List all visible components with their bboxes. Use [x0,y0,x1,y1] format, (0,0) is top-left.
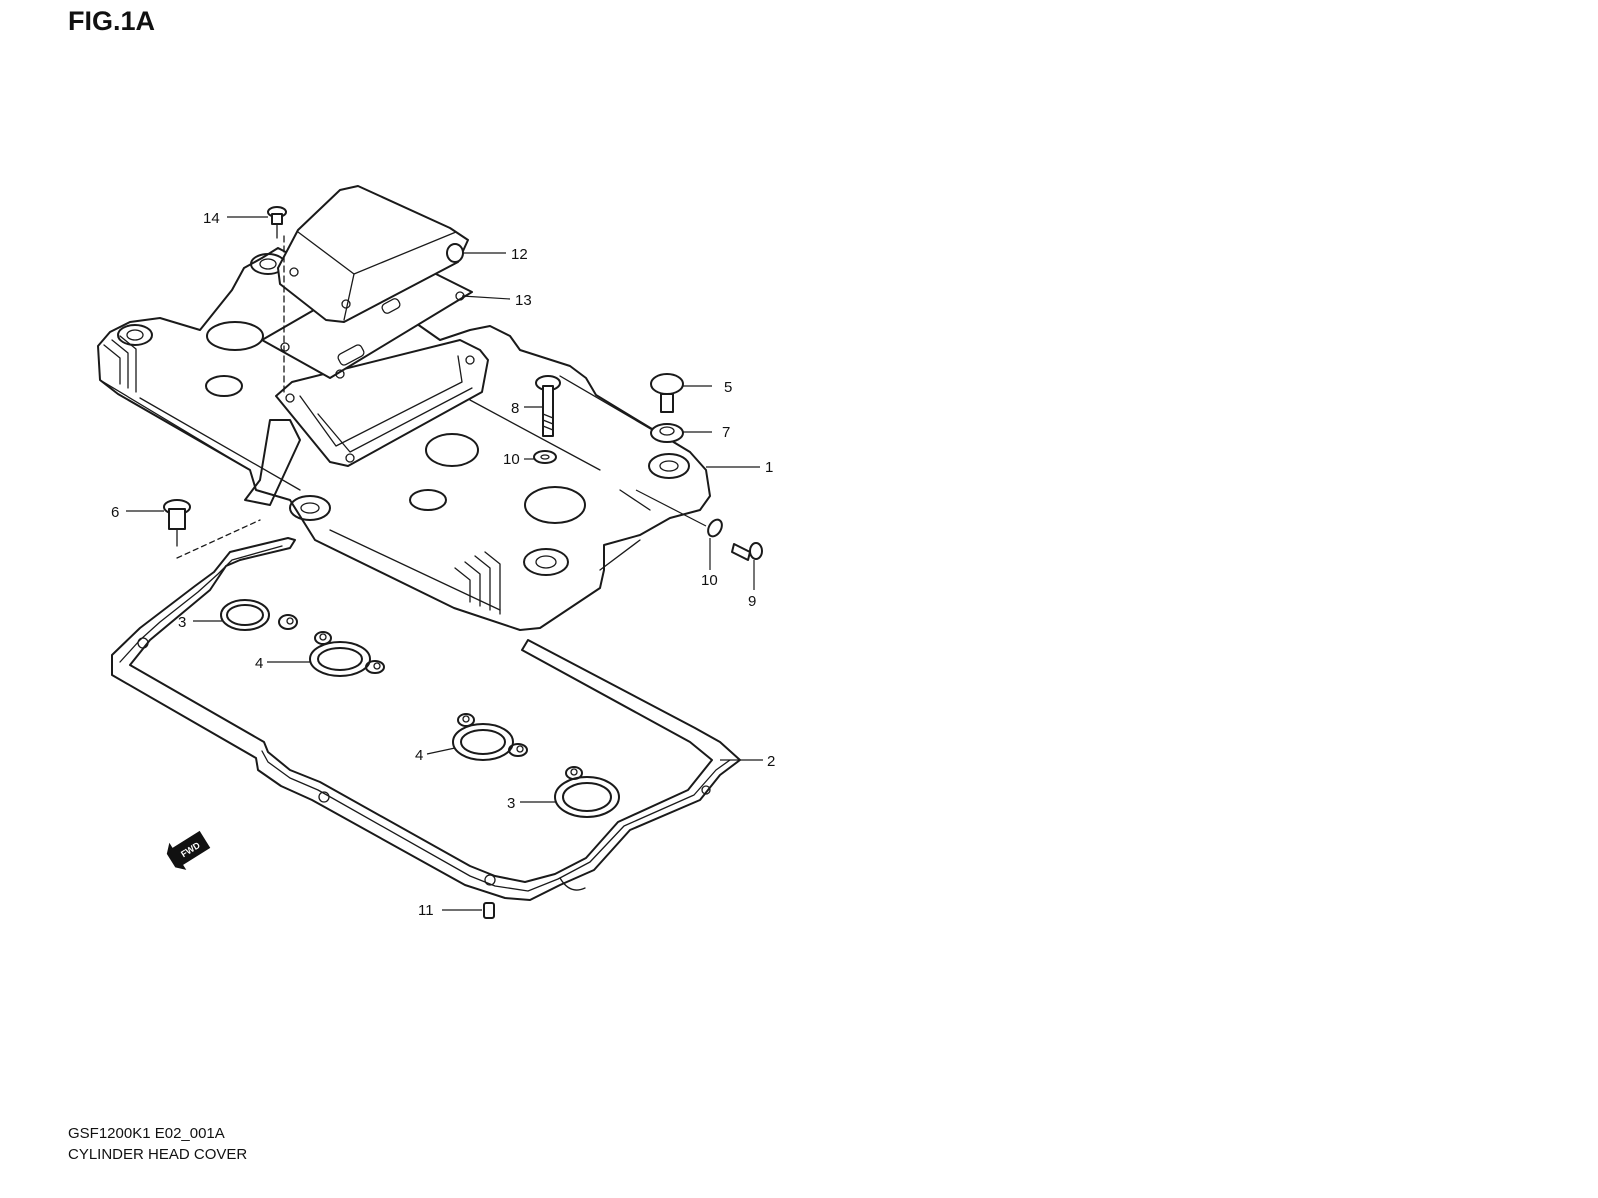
forward-direction-arrow: FWD [166,830,211,870]
callout-11: 11 [418,902,434,919]
bolt-14 [267,206,287,396]
callout-10-upper: 10 [503,451,520,468]
callout-14: 14 [203,210,220,227]
callout-10-lower: 10 [701,572,718,589]
callout-6: 6 [111,504,119,521]
grommet-7 [650,423,684,443]
callout-7: 7 [722,424,730,441]
callout-4-upper: 4 [255,655,263,672]
drawing-code: GSF1200K1 E02_001A [68,1125,225,1142]
plug-seal-3-lower [554,766,620,818]
callout-2: 2 [767,753,775,770]
callout-3-lower: 3 [507,795,515,812]
plug-seal-3-upper [220,599,298,631]
callout-4-lower: 4 [415,747,423,764]
bolt-6 [163,499,261,559]
figure-title: FIG.1A [68,6,156,36]
callout-numbers: 14 12 13 5 7 1 8 10 10 9 6 3 4 4 3 2 11 [111,210,775,919]
callout-3-upper: 3 [178,614,186,631]
callout-13: 13 [515,292,532,309]
plug-seal-4-upper [309,631,385,677]
washer-10-a [533,450,557,464]
callout-9: 9 [748,593,756,610]
cylinder-head-cover [97,247,711,631]
bolt-9 [731,542,763,561]
callout-12: 12 [511,246,528,263]
bolt-5 [650,373,684,413]
washer-10-b [707,518,723,538]
plug-seal-4-lower [452,713,528,761]
dowel-pin-11 [483,902,495,919]
bolt-8 [535,375,561,437]
callout-leaders [126,216,763,911]
breather-cover [277,185,469,323]
callout-8: 8 [511,400,519,417]
head-cover-gasket [111,537,741,901]
callout-1: 1 [765,459,773,476]
callout-5: 5 [724,379,732,396]
figure-caption: CYLINDER HEAD COVER [68,1146,248,1163]
